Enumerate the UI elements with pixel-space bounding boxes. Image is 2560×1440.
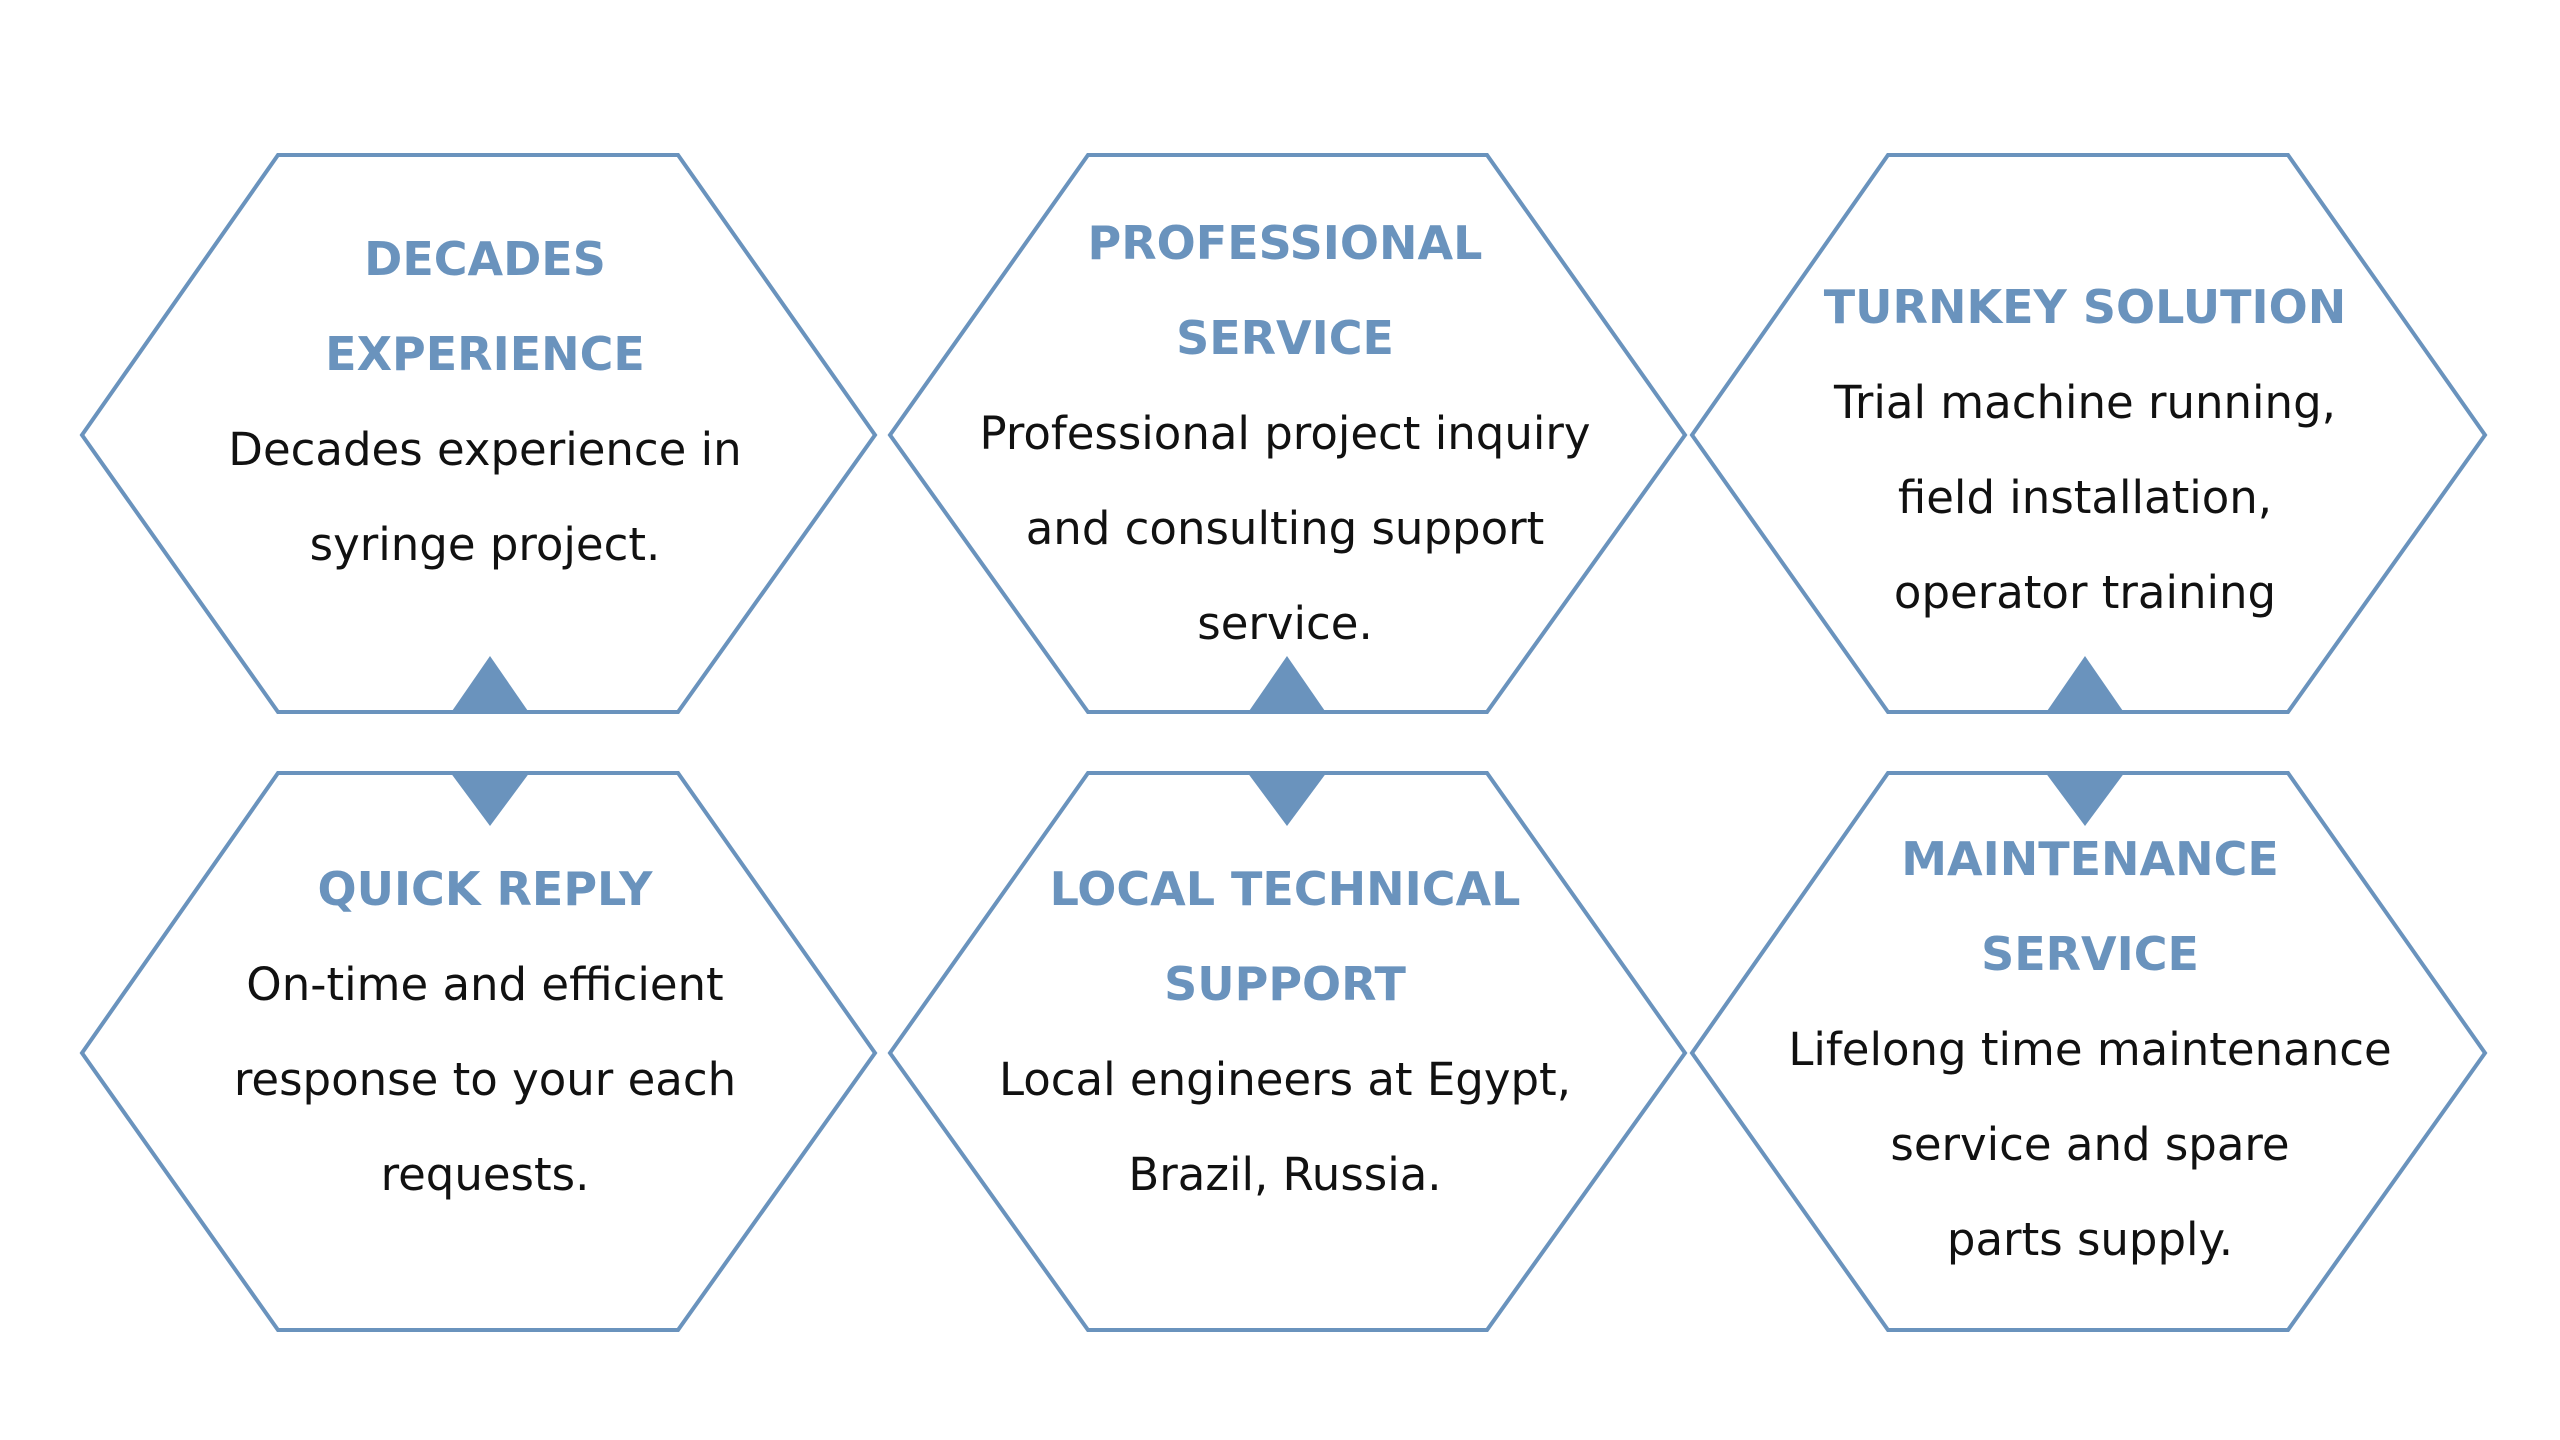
connector-down-arrow-2 xyxy=(1247,772,1327,826)
card-title-line: MAINTENANCE xyxy=(1901,832,2279,886)
card-desc-line: On-time and efficient xyxy=(246,958,724,1011)
card-desc-line: service. xyxy=(1197,597,1373,650)
card-maintenance-service: MAINTENANCE SERVICE Lifelong time mainte… xyxy=(1770,812,2410,1287)
card-desc-line: Lifelong time maintenance xyxy=(1788,1023,2392,1076)
card-title-line: DECADES xyxy=(364,232,606,286)
card-title-line: EXPERIENCE xyxy=(325,327,645,381)
card-title-line: SERVICE xyxy=(1176,311,1394,365)
card-desc-line: Local engineers at Egypt, xyxy=(998,1053,1571,1106)
card-desc-line: response to your each xyxy=(233,1053,737,1106)
card-desc-line: parts supply. xyxy=(1946,1213,2234,1266)
card-professional-service: PROFESSIONAL SERVICE Professional projec… xyxy=(965,196,1605,671)
connector-up-arrow-3 xyxy=(2045,656,2125,714)
card-desc-line: and consulting support xyxy=(1025,502,1545,555)
card-desc-line: Professional project inquiry xyxy=(979,407,1591,460)
card-desc-line: Trial machine running, xyxy=(1834,376,2336,429)
hexagon-quick-reply xyxy=(79,771,878,1332)
card-title-line: LOCAL TECHNICAL xyxy=(1049,862,1521,916)
hexagon-turnkey-solution xyxy=(1689,153,2488,714)
card-quick-reply: QUICK REPLY On-time and efficient respon… xyxy=(165,842,805,1222)
hexagon-decades-experience xyxy=(79,153,878,714)
connector-down-arrow-1 xyxy=(450,772,530,826)
card-title-line: SUPPORT xyxy=(1164,957,1406,1011)
card-desc-line: operator training xyxy=(1893,566,2277,619)
card-title-line: SERVICE xyxy=(1981,927,2199,981)
card-desc-line: requests. xyxy=(380,1148,590,1201)
card-title-line: TURNKEY SOLUTION xyxy=(1823,280,2347,334)
hexagon-professional-service xyxy=(887,153,1688,714)
connector-up-arrow-2 xyxy=(1247,656,1327,714)
card-decades-experience: DECADES EXPERIENCE Decades experience in… xyxy=(165,212,805,592)
connector-up-arrow-1 xyxy=(450,656,530,714)
hexagon-maintenance-service xyxy=(1689,771,2488,1332)
card-title-line: PROFESSIONAL xyxy=(1087,216,1483,270)
hexagon-local-technical-support xyxy=(887,771,1688,1332)
card-desc-line: service and spare xyxy=(1890,1118,2290,1171)
card-desc-line: Decades experience in xyxy=(228,423,742,476)
card-title-line: QUICK REPLY xyxy=(317,862,653,916)
connector-down-arrow-3 xyxy=(2045,772,2125,826)
card-desc-line: Brazil, Russia. xyxy=(1128,1148,1442,1201)
card-desc-line: field installation, xyxy=(1897,471,2273,524)
card-local-technical-support: LOCAL TECHNICAL SUPPORT Local engineers … xyxy=(965,842,1605,1222)
card-desc-line: syringe project. xyxy=(309,518,661,571)
card-turnkey-solution: TURNKEY SOLUTION Trial machine running, … xyxy=(1765,260,2405,640)
